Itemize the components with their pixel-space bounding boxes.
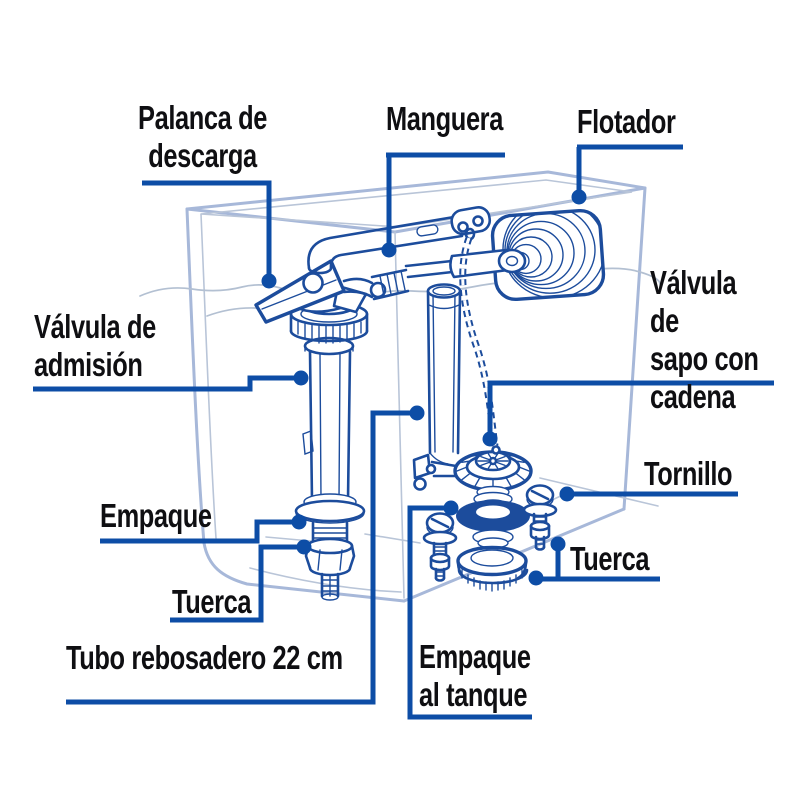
leader-lines	[33, 144, 774, 720]
cone-gasket-locknut	[456, 545, 529, 592]
fill-valve	[289, 294, 369, 601]
float-rod	[342, 257, 472, 301]
leader-flotador	[571, 144, 683, 205]
label-tubo-rebosadero: Tubo rebosadero 22 cm	[66, 639, 343, 676]
bolt-right	[522, 484, 558, 551]
flapper-valve	[425, 445, 533, 511]
leader-empaque-tanque	[407, 500, 532, 720]
bolt-left	[422, 512, 458, 582]
label-tuerca-izquierda: Tuerca	[172, 583, 252, 620]
label-flotador: Flotador	[577, 103, 676, 140]
label-manguera: Manguera	[386, 100, 503, 137]
label-valvula-admision: Válvula de admisión	[34, 308, 156, 383]
leader-valvula-admision	[33, 370, 309, 392]
refill-hose	[307, 206, 492, 275]
label-valvula-sapo: Válvula de sapo con cadena	[650, 264, 759, 415]
label-tornillo: Tornillo	[644, 455, 733, 492]
float	[449, 208, 606, 302]
leader-empaque	[100, 514, 307, 544]
leader-palanca	[142, 180, 277, 289]
label-empaque: Empaque	[100, 497, 212, 534]
tank-gasket	[456, 500, 530, 549]
leader-tubo-rebosadero	[66, 405, 425, 705]
overflow-tube	[412, 283, 462, 491]
label-palanca-descarga: Palanca de descarga	[138, 99, 267, 174]
leader-tuerca-izq	[170, 539, 312, 623]
label-tuerca-derecha: Tuerca	[570, 540, 650, 577]
leader-manguera	[381, 152, 505, 258]
leader-valvula-sapo	[482, 380, 774, 447]
leader-tornillo	[559, 486, 738, 502]
label-empaque-tanque: Empaque al tanque	[419, 638, 531, 713]
leader-tuerca-der	[528, 536, 660, 586]
